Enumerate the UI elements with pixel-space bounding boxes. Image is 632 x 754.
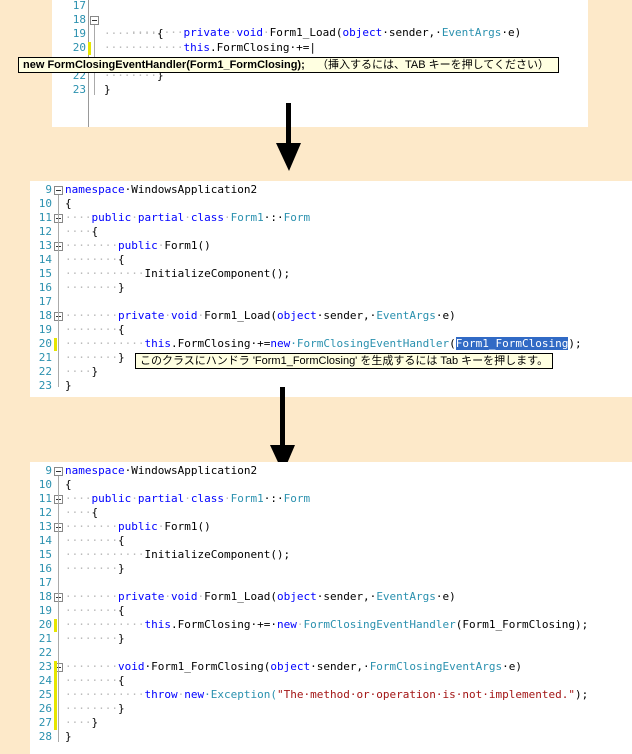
code-line: ····{ — [65, 506, 99, 519]
line-number: 9 — [45, 183, 52, 196]
code-line: ····public·partial·class·Form1·:·Form — [65, 211, 311, 224]
code-line: ····{ — [65, 225, 99, 238]
line-number: 10 — [38, 478, 52, 491]
code-line: { — [65, 197, 72, 210]
code-line: ····} — [65, 365, 99, 378]
code-line: ········{ — [65, 534, 125, 547]
line-number: 13 — [38, 520, 52, 533]
code-line: ········{ — [65, 604, 125, 617]
line-number: 14 — [38, 253, 52, 266]
line-number: 15 — [38, 267, 52, 280]
collapse-toggle-icon[interactable] — [54, 186, 63, 195]
line-number: 20 — [38, 618, 52, 631]
line-number: 15 — [38, 548, 52, 561]
selected-identifier: Form1_FormClosing — [455, 337, 569, 350]
line-number: 23 — [72, 83, 86, 96]
code-line: ········public·Form1() — [65, 239, 211, 252]
line-number: 12 — [38, 506, 52, 519]
line-number: 9 — [45, 464, 52, 477]
line-number: 16 — [38, 281, 52, 294]
line-number: 17 — [38, 295, 52, 308]
down-arrow-icon — [270, 387, 295, 473]
code-line: ········} — [65, 281, 125, 294]
line-number: 24 — [38, 674, 52, 687]
line-number: 19 — [38, 323, 52, 336]
line-number: 27 — [38, 716, 52, 729]
code-line: ············this.FormClosing·+=·new·Form… — [65, 618, 589, 631]
code-line: } — [65, 730, 72, 743]
down-arrow-icon — [276, 103, 301, 171]
line-number: 11 — [38, 492, 52, 505]
line-number: 22 — [38, 646, 52, 659]
line-number: 23 — [38, 379, 52, 392]
line-number: 20 — [72, 41, 86, 54]
line-number: 12 — [38, 225, 52, 238]
collapse-toggle-icon[interactable] — [54, 467, 63, 476]
code-line: ········private·void·Form1_Load(object·s… — [65, 309, 456, 322]
line-number: 21 — [38, 632, 52, 645]
change-marker — [88, 42, 91, 55]
line-number: 22 — [38, 365, 52, 378]
code-line: namespace·WindowsApplication2 — [65, 464, 258, 477]
line-number: 21 — [38, 351, 52, 364]
line-number: 14 — [38, 534, 52, 547]
line-number: 28 — [38, 730, 52, 743]
line-number: 25 — [38, 688, 52, 701]
code-line: ····} — [65, 716, 99, 729]
code-line: ········private·void·Form1_Load(object·s… — [130, 26, 522, 39]
code-line: ············InitializeComponent(); — [65, 267, 291, 280]
tooltip-hint: （挿入するには、TAB キーを押してください） — [316, 59, 549, 71]
line-number: 18 — [38, 590, 52, 603]
collapse-toggle-icon[interactable] — [90, 16, 99, 25]
code-line: } — [104, 83, 111, 96]
code-line: ····public·partial·class·Form1·:·Form — [65, 492, 311, 505]
line-number: 13 — [38, 239, 52, 252]
code-line: ········} — [65, 562, 125, 575]
intellisense-tooltip[interactable]: このクラスにハンドラ 'Form1_FormClosing' を生成するには T… — [135, 353, 554, 369]
code-line: ········public·Form1() — [65, 520, 211, 533]
change-marker — [54, 661, 57, 730]
code-line: ········} — [65, 632, 125, 645]
code-line[interactable]: ············this.FormClosing·+=new·FormC… — [65, 337, 582, 350]
code-line: ········private·void·Form1_Load(object·s… — [65, 590, 456, 603]
code-line[interactable]: ············this.FormClosing·+=| — [104, 41, 316, 54]
outline-line — [58, 195, 59, 387]
line-number: 26 — [38, 702, 52, 715]
line-number: 19 — [72, 27, 86, 40]
line-number: 10 — [38, 197, 52, 210]
code-line: namespace·WindowsApplication2 — [65, 183, 258, 196]
line-number: 18 — [38, 309, 52, 322]
code-line: ········{ — [104, 27, 164, 40]
code-line: ········{ — [65, 674, 125, 687]
line-number: 18 — [72, 13, 86, 26]
line-number: 17 — [38, 576, 52, 589]
code-line: ········void·Form1_FormClosing(object·se… — [65, 660, 523, 673]
code-line: { — [65, 478, 72, 491]
line-number: 19 — [38, 604, 52, 617]
code-line: ············InitializeComponent(); — [65, 548, 291, 561]
line-number: 11 — [38, 211, 52, 224]
line-number: 16 — [38, 562, 52, 575]
code-editor-panel-3: 9 10 11 12 13 14 15 16 17 18 19 20 21 22… — [30, 462, 632, 754]
code-line: ············throw·new·Exception("The·met… — [65, 688, 589, 701]
code-line: } — [65, 379, 72, 392]
change-marker — [54, 619, 57, 632]
change-marker — [54, 338, 57, 351]
code-line: ········} — [65, 702, 125, 715]
tooltip-suggestion: new FormClosingEventHandler(Form1_FormCl… — [23, 59, 305, 71]
line-number: 20 — [38, 337, 52, 350]
code-line: ········} — [65, 351, 125, 364]
line-number: 17 — [72, 0, 86, 12]
outline-line — [58, 476, 59, 742]
intellisense-tooltip[interactable]: new FormClosingEventHandler(Form1_FormCl… — [18, 57, 559, 73]
code-line: ········{ — [65, 323, 125, 336]
code-line: ········{ — [65, 253, 125, 266]
line-number: 23 — [38, 660, 52, 673]
